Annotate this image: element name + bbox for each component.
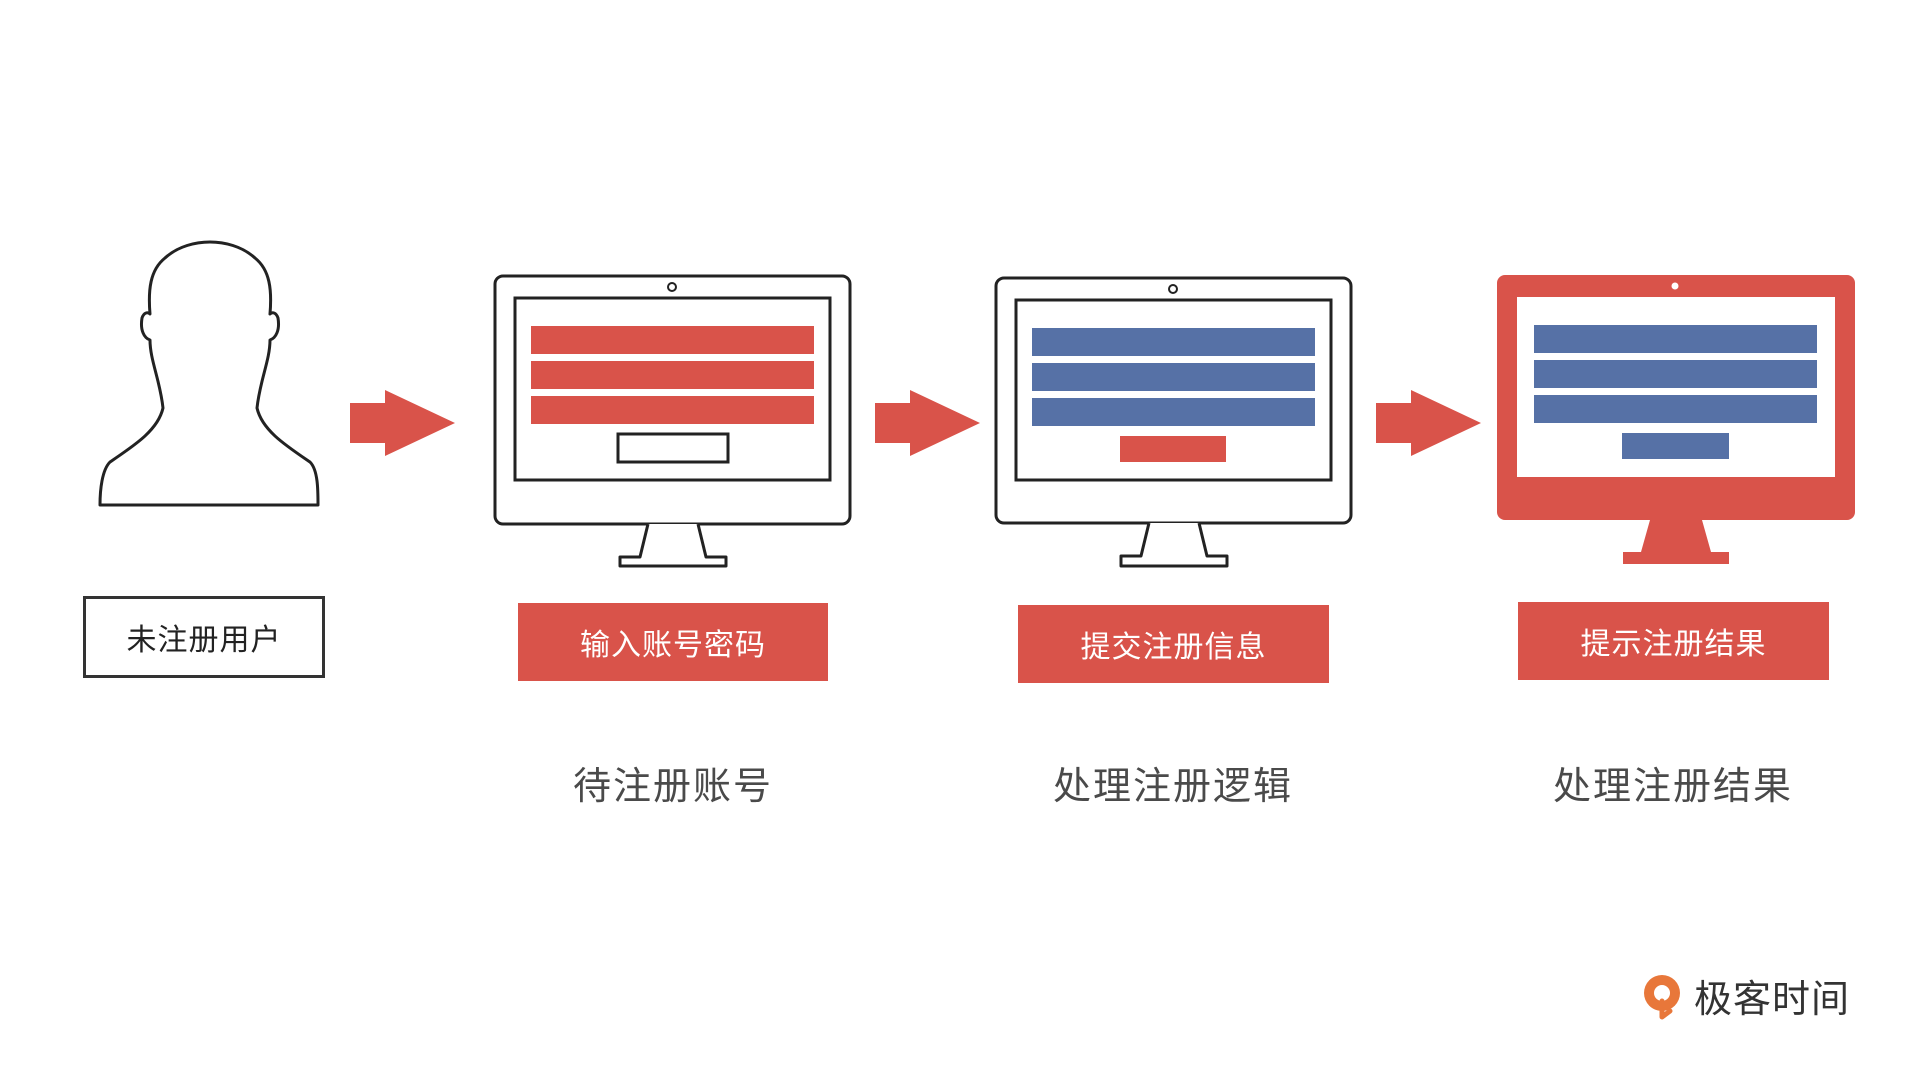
caption-process-result: 处理注册结果 bbox=[1552, 764, 1793, 808]
form-field-bar bbox=[531, 396, 814, 424]
user-silhouette-icon bbox=[98, 240, 320, 507]
form-field-bar bbox=[1534, 395, 1817, 423]
monitor-icon bbox=[1497, 275, 1855, 564]
form-field-bar bbox=[1032, 398, 1315, 426]
form-submit-button bbox=[1622, 433, 1729, 459]
arrow-right-icon bbox=[1376, 390, 1481, 456]
arrow-right-icon bbox=[350, 390, 455, 456]
step-label-show-result: 提示注册结果 bbox=[1518, 602, 1829, 680]
form-field-bar bbox=[531, 326, 814, 354]
form-field-bar bbox=[1032, 328, 1315, 356]
form-field-bar bbox=[531, 361, 814, 389]
geektime-logo-icon bbox=[1644, 974, 1680, 1019]
caption-process-logic: 处理注册逻辑 bbox=[1052, 764, 1293, 808]
brand-name: 极客时间 bbox=[1694, 977, 1851, 1021]
form-submit-button bbox=[616, 432, 730, 464]
step-label-enter-credentials: 输入账号密码 bbox=[518, 603, 828, 681]
form-submit-button bbox=[1120, 436, 1226, 462]
form-field-bar bbox=[1032, 363, 1315, 391]
step-label-unregistered-user: 未注册用户 bbox=[83, 596, 325, 678]
step-label-submit-info: 提交注册信息 bbox=[1018, 605, 1329, 683]
monitor-icon bbox=[493, 274, 852, 568]
form-field-bar bbox=[1534, 325, 1817, 353]
brand: 极客时间 bbox=[1640, 968, 1850, 1023]
monitor-icon bbox=[994, 276, 1353, 568]
arrow-right-icon bbox=[875, 390, 980, 456]
caption-pending-account: 待注册账号 bbox=[572, 764, 773, 808]
form-field-bar bbox=[1534, 360, 1817, 388]
